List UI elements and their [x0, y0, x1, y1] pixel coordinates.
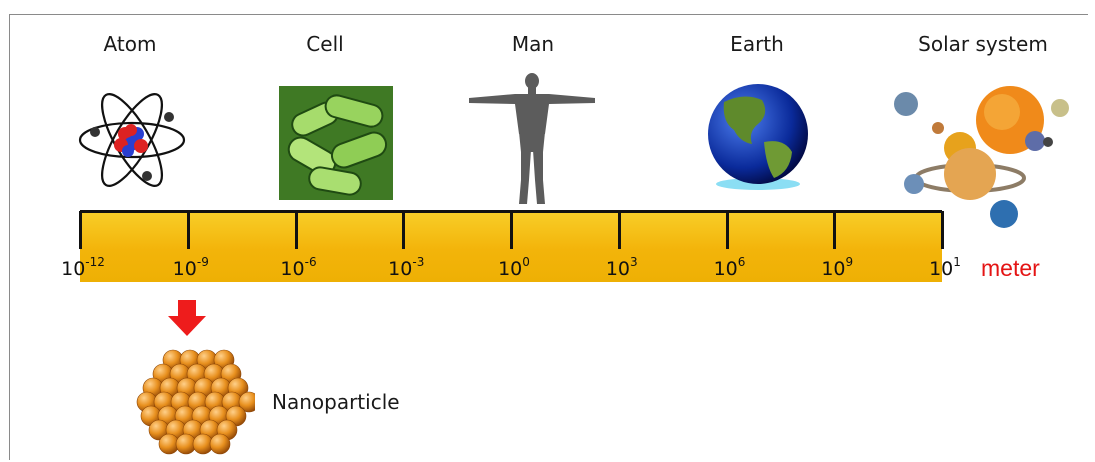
scale-tick-label: 10-6 [280, 258, 316, 280]
scale-tick [295, 211, 298, 249]
scale-tick-label: 106 [714, 258, 746, 280]
cell-icon [279, 86, 393, 200]
label-earth: Earth [730, 32, 784, 56]
label-solar-system: Solar system [918, 32, 1048, 56]
scale-tick [726, 211, 729, 249]
scale-tick [187, 211, 190, 249]
scale-tick-label: 101 [929, 258, 961, 280]
atom-icon [76, 78, 188, 202]
scale-tick-label: 103 [606, 258, 638, 280]
scale-tick-label: 10-3 [388, 258, 424, 280]
nanoparticle-icon [125, 344, 255, 456]
scale-tick [79, 211, 82, 249]
human-figure-icon [467, 72, 597, 208]
scale-tick-label: 100 [498, 258, 530, 280]
earth-globe-icon [704, 80, 812, 192]
unit-label: meter [981, 255, 1040, 282]
scale-tick [618, 211, 621, 249]
label-cell: Cell [306, 32, 343, 56]
scale-tick [510, 211, 513, 249]
scale-tick [402, 211, 405, 249]
scale-tick [941, 211, 944, 249]
red-arrow-icon [168, 300, 206, 336]
label-man: Man [512, 32, 554, 56]
scale-tick-label: 109 [821, 258, 853, 280]
scale-tick-label: 10-12 [61, 258, 105, 280]
nanoparticle-label: Nanoparticle [272, 390, 400, 414]
label-atom: Atom [104, 32, 157, 56]
scale-tick [833, 211, 836, 249]
scale-tick-label: 10-9 [173, 258, 209, 280]
